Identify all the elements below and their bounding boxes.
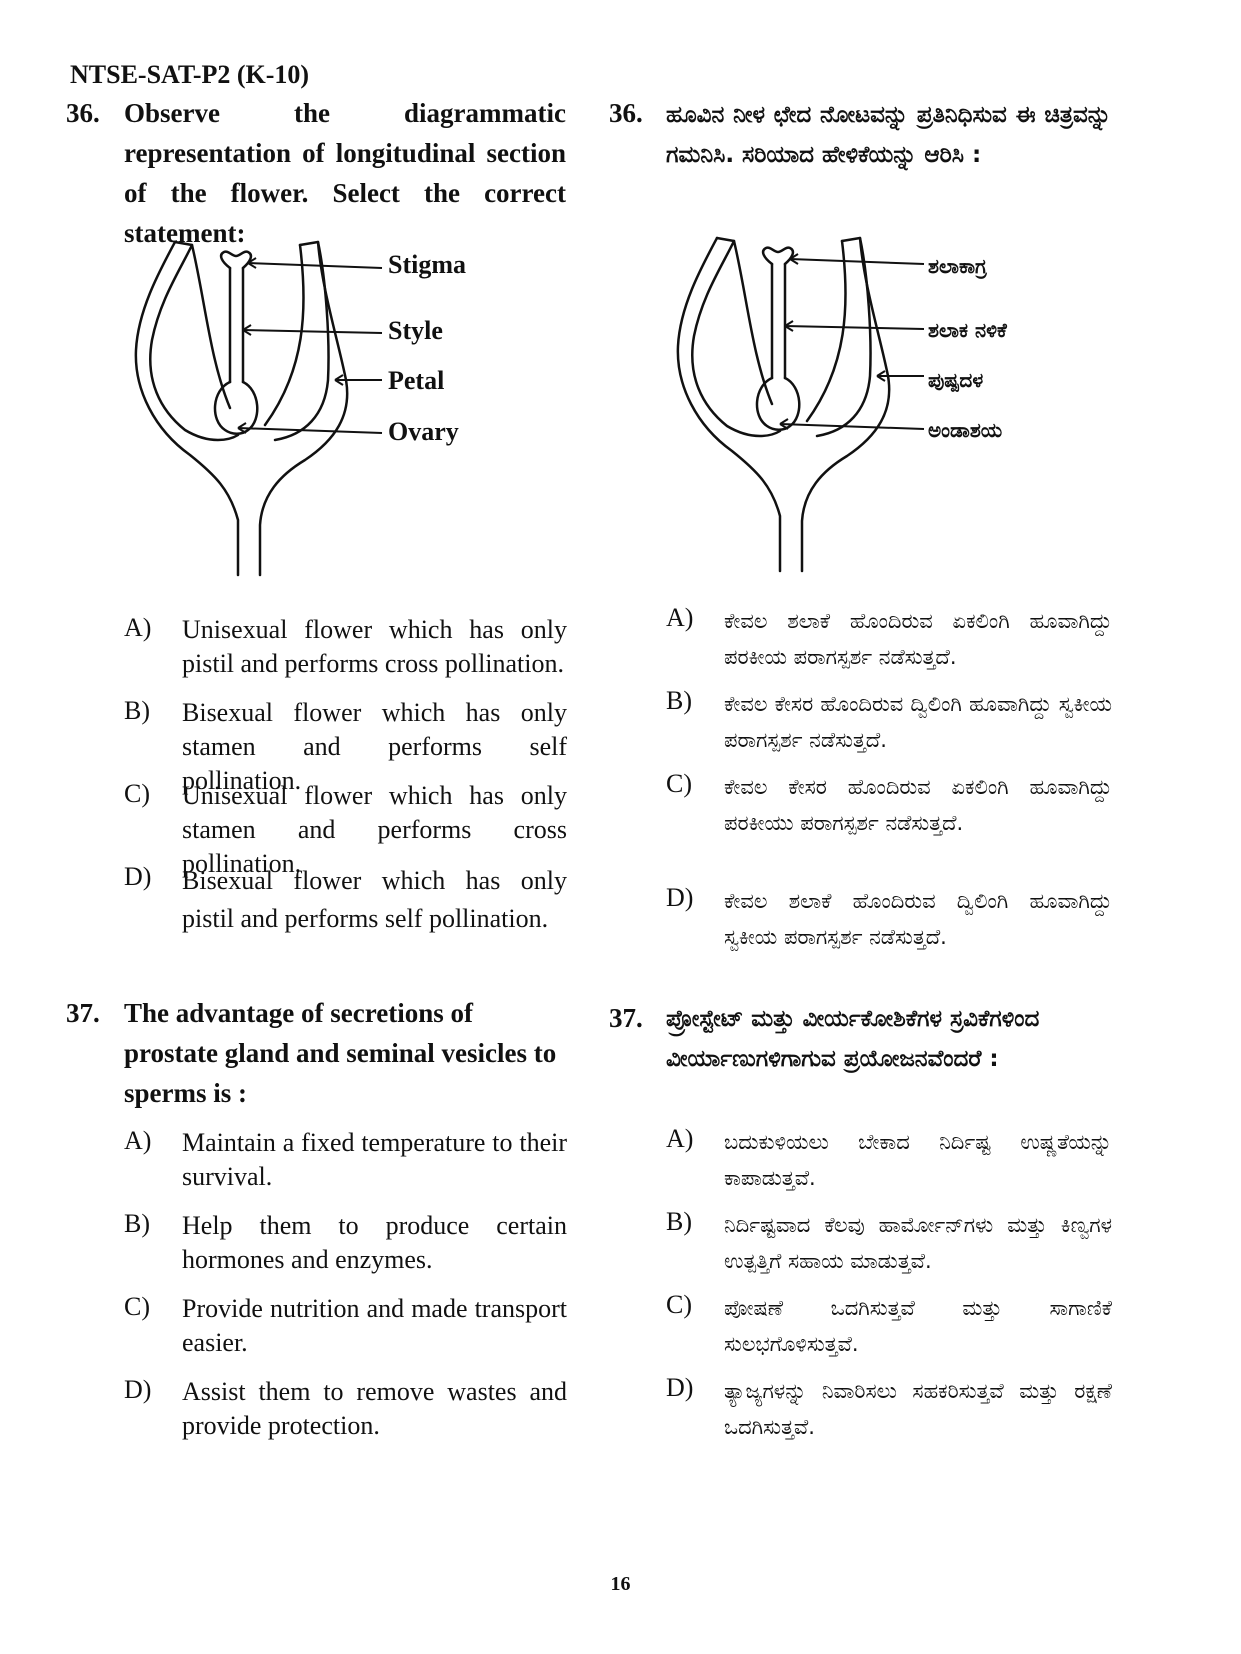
option-text: ತ್ಯಾಜ್ಯಗಳನ್ನು ನಿವಾರಿಸಲು ಸಹಕರಿಸುತ್ತವೆ ಮತ್…	[724, 1379, 1112, 1439]
question-36-option-c[interactable]: C) Unisexual flower which has only stame…	[124, 779, 567, 878]
label-style-kn: ಶಲಾಕ ನಳಿಕೆ	[928, 318, 1007, 342]
option-label: C)	[124, 779, 150, 808]
question-37-number-kn: 37.	[609, 1003, 643, 1033]
page-header: NTSE-SAT-P2 (K-10)	[70, 60, 310, 89]
option-label: A)	[124, 1126, 152, 1155]
option-text: Bisexual flower which has only stamen an…	[182, 698, 567, 795]
option-label: B)	[666, 686, 692, 715]
label-stigma: Stigma	[388, 250, 466, 279]
question-36-number-kn: 36.	[609, 98, 643, 128]
option-label: A)	[124, 613, 152, 642]
option-label: A)	[666, 1124, 694, 1153]
question-37-option-c-kn[interactable]: C) ಪೋಷಣೆ ಒದಗಿಸುತ್ತವೆ ಮತ್ತು ಸಾಗಾಣಿಕೆ ಸುಲಭ…	[666, 1290, 1112, 1362]
question-37-option-a-kn[interactable]: A) ಬದುಕುಳಿಯಲು ಬೇಕಾದ ನಿರ್ದಿಷ್ಟ ಉಷ್ಣತೆಯನ್ನ…	[666, 1124, 1112, 1196]
page-number: 16	[610, 1573, 631, 1595]
option-label: C)	[666, 769, 692, 798]
label-petal-kn: ಪುಷ್ಪದಳ	[928, 368, 984, 392]
option-text: ಕೇವಲ ಶಲಾಕೆ ಹೊಂದಿರುವ ದ್ವಿಲಿಂಗಿ ಹೂವಾಗಿದ್ದು…	[724, 889, 1112, 949]
question-37-number: 37.	[66, 998, 100, 1028]
option-label: B)	[124, 1209, 150, 1238]
option-label: D)	[666, 1373, 694, 1402]
question-37-option-b-kn[interactable]: B) ನಿರ್ದಿಷ್ಟವಾದ ಕೆಲವು ಹಾರ್ಮೋನ್‌ಗಳು ಮತ್ತು…	[666, 1207, 1112, 1279]
option-label: B)	[124, 696, 150, 725]
question-36-option-b-kn[interactable]: B) ಕೇವಲ ಕೇಸರ ಹೊಂದಿರುವ ದ್ವಿಲಿಂಗಿ ಹೂವಾಗಿದ್…	[666, 686, 1112, 758]
label-stigma-kn: ಶಲಾಕಾಗ್ರ	[928, 254, 987, 278]
option-label: C)	[666, 1290, 692, 1319]
option-text: Help them to produce certain hormones an…	[182, 1211, 567, 1274]
flower-diagram-kn	[676, 236, 925, 573]
label-ovary: Ovary	[388, 417, 459, 446]
question-37-text-kn: ಪ್ರೋಸ್ಟೇಟ್ ಮತ್ತು ವೀರ್ಯಕೋಶಿಕೆಗಳ ಸ್ರವಿಕೆಗಳ…	[666, 1006, 1040, 1072]
label-petal: Petal	[388, 366, 445, 395]
question-37-option-d[interactable]: D) Assist them to remove wastes and prov…	[124, 1375, 567, 1445]
option-text: Unisexual flower which has only pistil a…	[182, 615, 567, 678]
question-36-option-d[interactable]: D) Bisexual flower which has only pistil…	[124, 862, 567, 938]
question-36-option-b[interactable]: B) Bisexual flower which has only stamen…	[124, 696, 567, 795]
question-37-option-a[interactable]: A) Maintain a fixed temperature to their…	[124, 1126, 567, 1196]
option-label: A)	[666, 603, 694, 632]
question-36-number: 36.	[66, 98, 100, 128]
option-text: ಕೇವಲ ಕೇಸರ ಹೊಂದಿರುವ ದ್ವಿಲಿಂಗಿ ಹೂವಾಗಿದ್ದು …	[724, 692, 1112, 752]
option-label: D)	[666, 883, 694, 912]
question-36-option-a-kn[interactable]: A) ಕೇವಲ ಶಲಾಕೆ ಹೊಂದಿರುವ ಏಕಲಿಂಗಿ ಹೂವಾಗಿದ್ದ…	[666, 603, 1112, 675]
option-label: D)	[124, 1375, 152, 1404]
option-text: ಕೇವಲ ಕೇಸರ ಹೊಂದಿರುವ ಏಕಲಿಂಗಿ ಹೂವಾಗಿದ್ದು ಪರ…	[724, 775, 1112, 835]
option-text: Bisexual flower which has only pistil an…	[182, 866, 567, 933]
question-37-text: The advantage of secretions of prostate …	[124, 998, 557, 1108]
question-37-option-b[interactable]: B) Help them to produce certain hormones…	[124, 1209, 567, 1279]
flower-diagram	[134, 240, 383, 577]
question-37-option-c[interactable]: C) Provide nutrition and made transport …	[124, 1292, 567, 1362]
question-36-option-c-kn[interactable]: C) ಕೇವಲ ಕೇಸರ ಹೊಂದಿರುವ ಏಕಲಿಂಗಿ ಹೂವಾಗಿದ್ದು…	[666, 769, 1112, 877]
question-36-text: Observe the diagrammatic representation …	[124, 98, 566, 248]
question-36-option-a[interactable]: A) Unisexual flower which has only pisti…	[124, 613, 567, 683]
question-36-text-kn: ಹೂವಿನ ನೀಳ ಛೇದ ನೋಟವನ್ನು ಪ್ರತಿನಿಧಿಸುವ ಈ ಚಿ…	[666, 102, 1111, 168]
option-text: ನಿರ್ದಿಷ್ಟವಾದ ಕೆಲವು ಹಾರ್ಮೋನ್‌ಗಳು ಮತ್ತು ಕಿ…	[724, 1213, 1112, 1273]
option-text: Unisexual flower which has only stamen a…	[182, 781, 567, 878]
option-text: Maintain a fixed temperature to their su…	[182, 1128, 567, 1191]
option-label: D)	[124, 862, 152, 891]
question-36-option-d-kn[interactable]: D) ಕೇವಲ ಶಲಾಕೆ ಹೊಂದಿರುವ ದ್ವಿಲಿಂಗಿ ಹೂವಾಗಿದ…	[666, 883, 1112, 955]
option-label: B)	[666, 1207, 692, 1236]
label-style: Style	[388, 316, 443, 345]
question-37-option-d-kn[interactable]: D) ತ್ಯಾಜ್ಯಗಳನ್ನು ನಿವಾರಿಸಲು ಸಹಕರಿಸುತ್ತವೆ …	[666, 1373, 1112, 1445]
option-text: ಕೇವಲ ಶಲಾಕೆ ಹೊಂದಿರುವ ಏಕಲಿಂಗಿ ಹೂವಾಗಿದ್ದು ಪ…	[724, 609, 1112, 669]
option-text: ಬದುಕುಳಿಯಲು ಬೇಕಾದ ನಿರ್ದಿಷ್ಟ ಉಷ್ಣತೆಯನ್ನು ಕ…	[724, 1130, 1112, 1190]
option-text: ಪೋಷಣೆ ಒದಗಿಸುತ್ತವೆ ಮತ್ತು ಸಾಗಾಣಿಕೆ ಸುಲಭಗೊಳ…	[724, 1296, 1112, 1356]
label-ovary-kn: ಅಂಡಾಶಯ	[928, 418, 1003, 442]
option-label: C)	[124, 1292, 150, 1321]
option-text: Provide nutrition and made transport eas…	[182, 1294, 567, 1357]
option-text: Assist them to remove wastes and provide…	[182, 1377, 567, 1440]
